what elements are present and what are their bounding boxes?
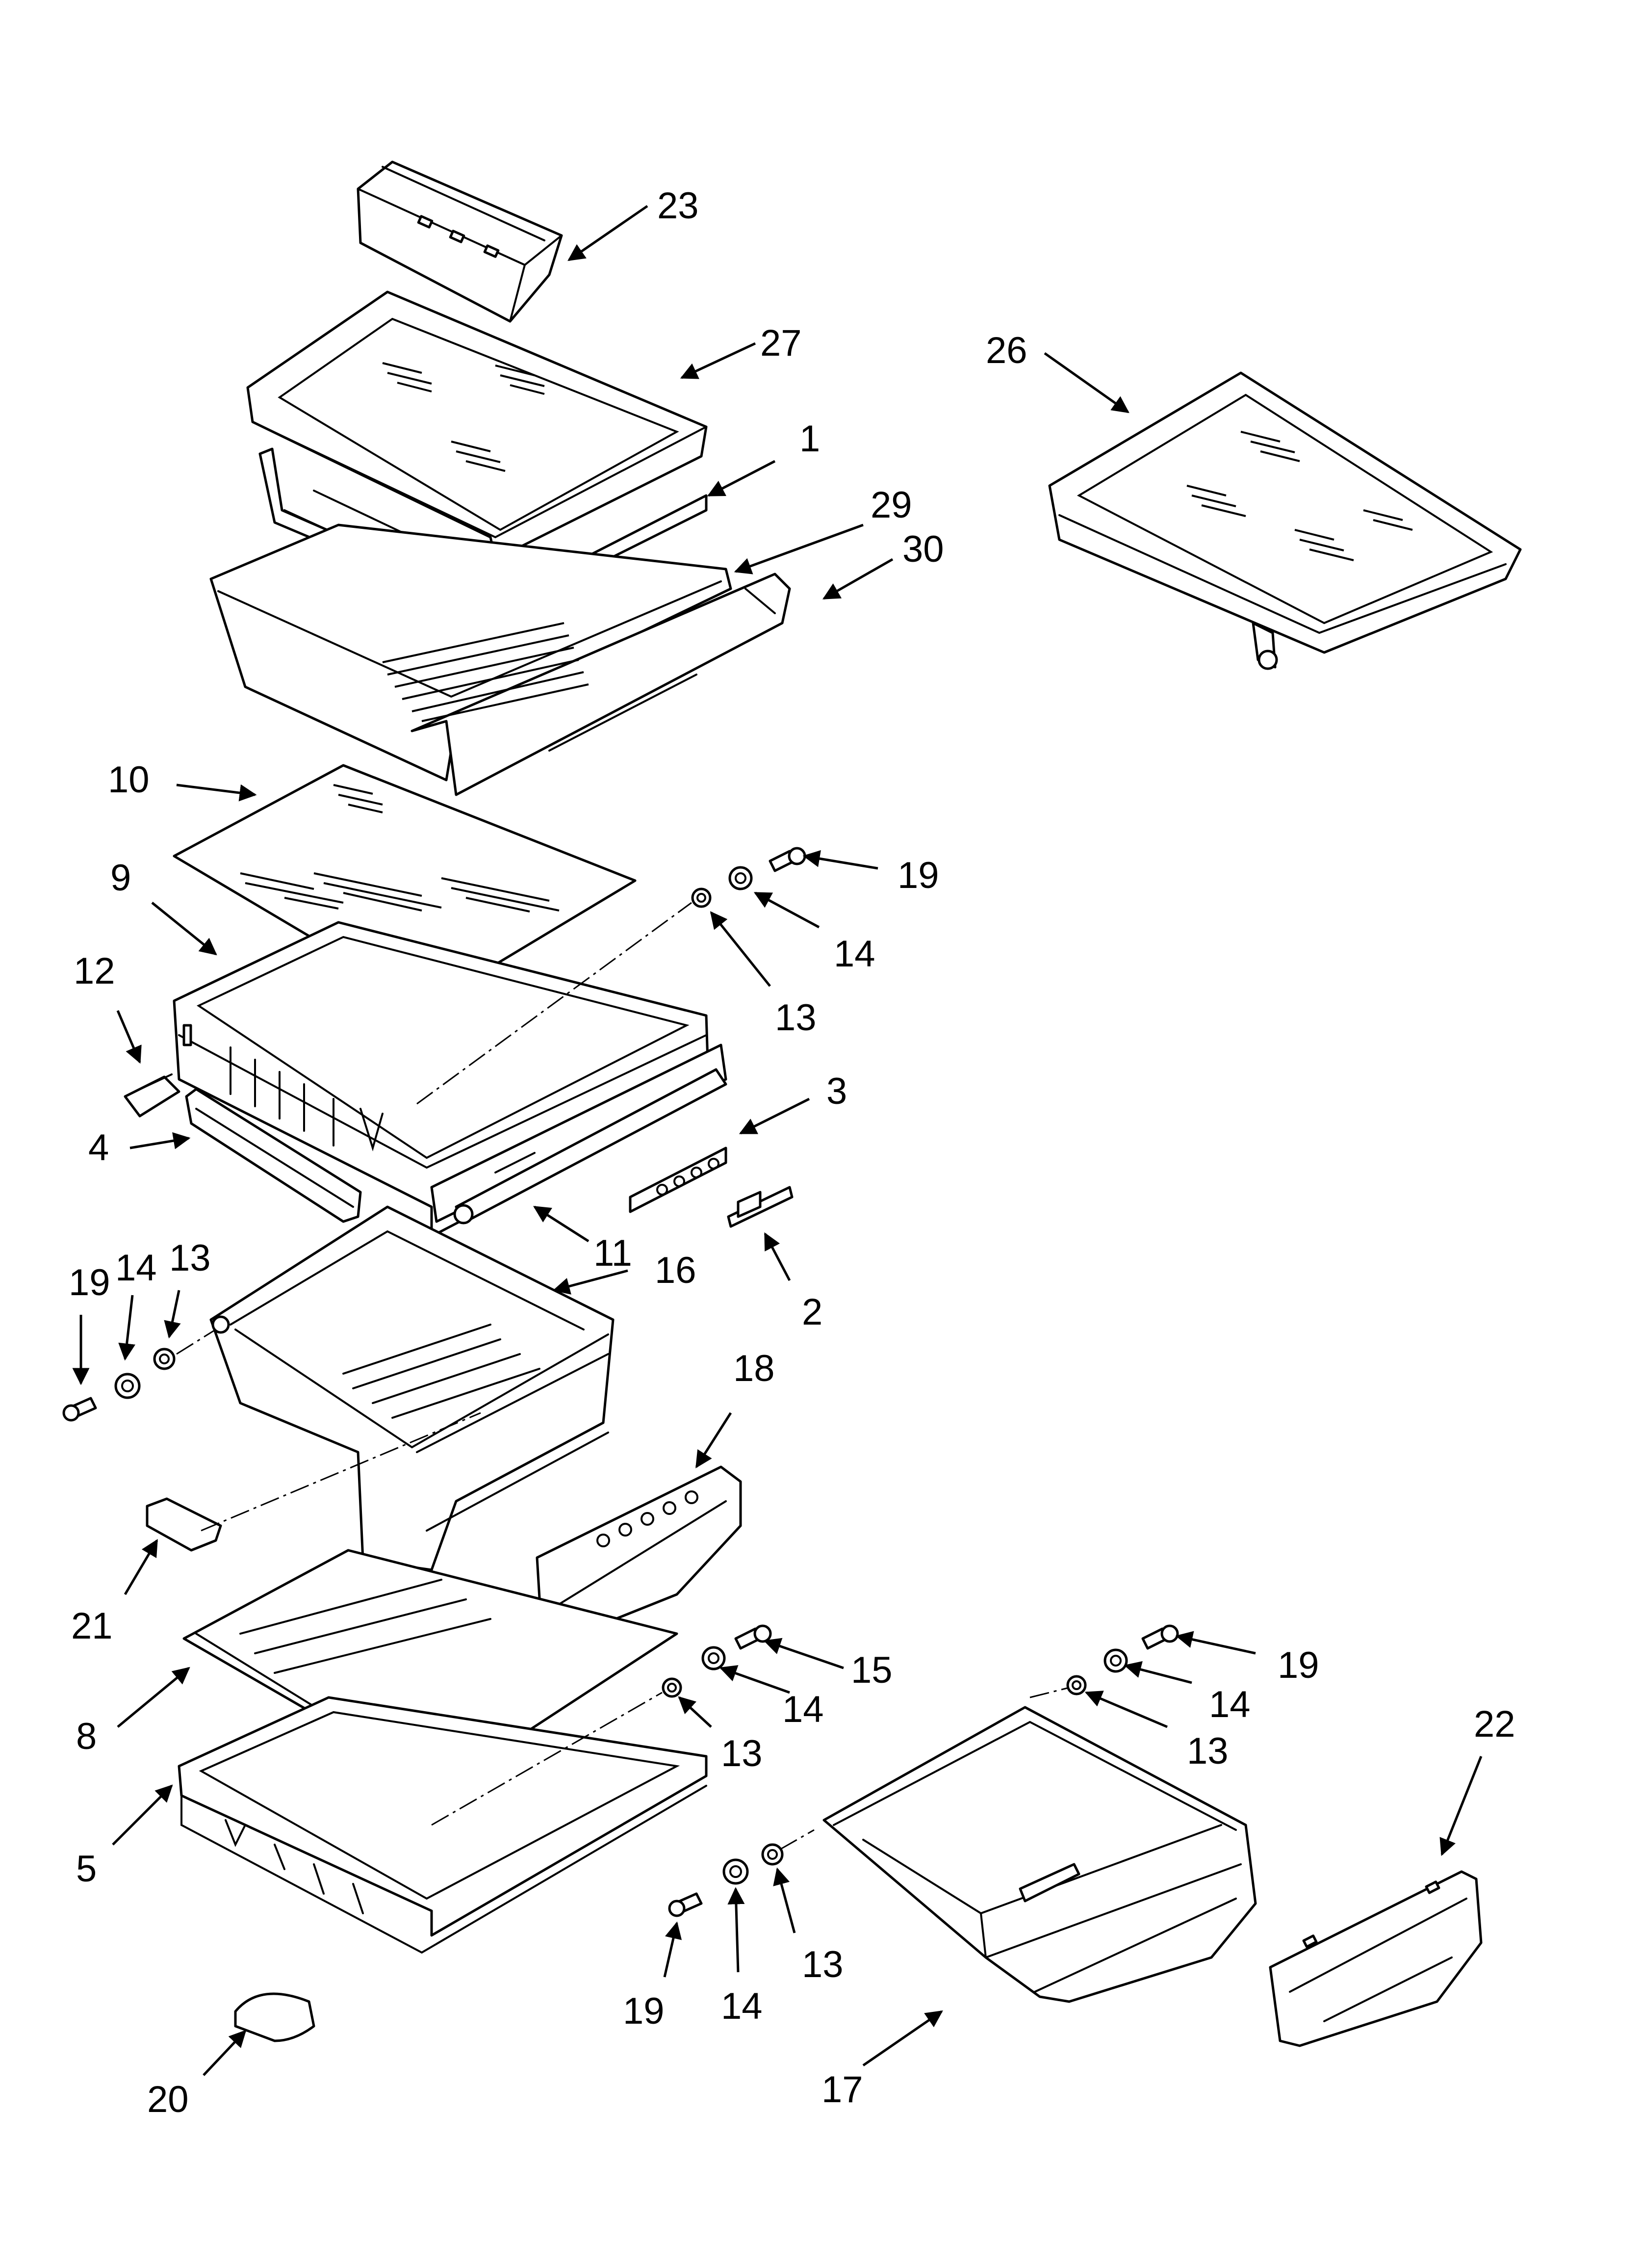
callout-5: 5 [76, 1848, 97, 1890]
callout-16: 16 [655, 1250, 696, 1291]
callout-13-b: 13 [169, 1237, 211, 1279]
callout-22: 22 [1474, 1703, 1515, 1745]
hardware-group-a [691, 847, 806, 908]
callout-3: 3 [826, 1070, 847, 1112]
callout-17: 17 [821, 2069, 863, 2111]
assembly-centerlines [176, 902, 1070, 1851]
glass-reflection-marks [240, 784, 560, 912]
callout-14-a: 14 [834, 933, 875, 975]
callout-1: 1 [799, 418, 820, 460]
glass-reflection-marks [382, 362, 545, 472]
hardware-group-b [62, 1348, 176, 1422]
part-27-glass-shelf [246, 290, 708, 561]
callout-9: 9 [110, 857, 131, 899]
part-20-cap [234, 1992, 315, 2042]
callout-14-c: 14 [782, 1689, 824, 1730]
callout-26: 26 [986, 330, 1027, 371]
callout-leaders [72, 205, 1483, 2076]
part-18-crisper-front [536, 1465, 742, 1645]
hardware-group-d [1066, 1624, 1179, 1695]
callout-12: 12 [74, 950, 115, 992]
hardware-group-e [668, 1843, 784, 1917]
part-2-clip [727, 1186, 794, 1228]
callout-19-c: 19 [1278, 1644, 1319, 1686]
hardware-group-c [662, 1624, 772, 1698]
callout-27: 27 [760, 322, 802, 364]
callout-23: 23 [657, 185, 699, 227]
callout-2: 2 [802, 1291, 822, 1333]
callout-29: 29 [871, 484, 912, 526]
callout-20: 20 [147, 2079, 189, 2120]
part-4-rail [185, 1088, 362, 1223]
part-5-crisper-frame [178, 1696, 708, 1954]
callout-10: 10 [108, 759, 150, 801]
callout-19-b: 19 [69, 1262, 110, 1303]
part-11-rail [453, 1068, 727, 1225]
callout-13-d: 13 [1187, 1730, 1229, 1772]
callout-14-b: 14 [115, 1247, 157, 1289]
callout-11: 11 [593, 1232, 632, 1274]
callout-labels: 23 27 26 1 29 30 10 9 19 14 13 12 3 4 11… [69, 185, 1515, 2120]
part-12-rail [124, 1073, 180, 1118]
part-29-30-crisper-cover [209, 523, 791, 796]
callout-19-a: 19 [898, 855, 939, 896]
glass-reflection-marks [1186, 431, 1413, 561]
callout-19-d: 19 [623, 1990, 665, 2032]
part-17-drawer [822, 1706, 1257, 2003]
callout-14-d: 14 [721, 1985, 763, 2027]
part-23-bin [357, 160, 563, 323]
callout-21: 21 [71, 1605, 113, 1647]
callout-18: 18 [733, 1348, 775, 1389]
callout-13-c: 13 [721, 1733, 763, 1774]
part-26-glass-shelf [1048, 371, 1522, 670]
part-3-bracket [629, 1147, 727, 1213]
part-21-clip [146, 1497, 222, 1552]
crisper-vent-slots [382, 622, 589, 722]
callout-13-a: 13 [775, 997, 817, 1039]
callout-14-c2: 14 [1209, 1684, 1251, 1725]
callout-13-e: 13 [802, 1944, 844, 1985]
callout-4: 4 [88, 1127, 109, 1169]
callout-15: 15 [851, 1649, 893, 1691]
callout-30: 30 [902, 528, 944, 570]
callout-8: 8 [76, 1716, 97, 1757]
part-16-crisper-pan [209, 1205, 615, 1571]
part-22-drawer-front [1269, 1870, 1483, 2047]
